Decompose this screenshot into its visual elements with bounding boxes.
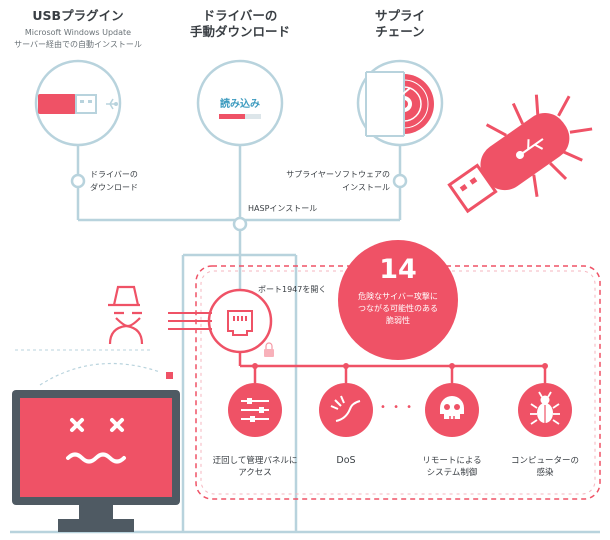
port-circle: [207, 288, 273, 354]
attack3-line1: リモートによる: [422, 456, 482, 466]
cd-icon: [365, 71, 436, 137]
attack1-line2: アクセス: [238, 468, 272, 478]
hasp-dot: [232, 216, 248, 232]
supply-title2: チェーン: [375, 24, 425, 39]
sliders-icon: [241, 398, 269, 422]
driver-dl-label2: ダウンロード: [90, 183, 138, 192]
badge-line2: つながる可能性のある: [358, 304, 438, 313]
manual-title2: 手動ダウンロード: [189, 24, 290, 39]
attack4-line1: コンピューターの: [510, 456, 579, 466]
supply-title1: サプライ: [374, 8, 425, 23]
manual-circle: [196, 59, 284, 147]
reading-label: 読み込み: [220, 99, 260, 110]
dashed-arc: [39, 362, 161, 386]
ethernet-port-icon: [227, 310, 253, 336]
usb-drive-icon: [38, 94, 118, 114]
driver-dl-label1: ドライバーの: [90, 170, 138, 179]
attack-frame: [195, 265, 601, 500]
attack-arrows: [168, 312, 212, 330]
vulnerability-badge: [338, 240, 458, 360]
ellipsis-dots: • • •: [380, 402, 415, 413]
dos-icon: [330, 395, 361, 422]
usb-sub2: サーバー経由での自動インストール: [14, 40, 142, 49]
attack-circle-2: [319, 383, 373, 437]
supply-dot: [392, 173, 408, 189]
manual-title1: ドライバーの: [202, 8, 278, 23]
lock-icon: [264, 342, 274, 357]
small-square: [166, 372, 173, 379]
port-label: ポート1947を開く: [258, 285, 327, 294]
monitor-icon: [12, 390, 180, 532]
badge-number: 14: [379, 254, 417, 285]
progress-bar: [219, 114, 261, 119]
hasp-label: HASPインストール: [248, 204, 318, 213]
connection-lines: [10, 135, 600, 534]
bug-icon: [530, 391, 560, 425]
attack2-line1: DoS: [336, 455, 356, 466]
badge-line1: 危険なサイバー攻撃に: [358, 292, 438, 301]
attack3-line2: システム制御: [426, 468, 478, 478]
attack4-line2: 感染: [536, 468, 554, 478]
attack1-line1: 迂回して管理パネルに: [212, 456, 298, 466]
hacker-icon: [108, 285, 144, 345]
supplier-label1: サプライヤーソフトウェアの: [286, 170, 390, 179]
usb-sub1: Microsoft Windows Update: [24, 28, 132, 37]
supplier-label2: インストール: [342, 183, 390, 192]
skull-icon: [440, 396, 464, 419]
usb-title: USBプラグイン: [32, 8, 124, 23]
badge-line3: 脆弱性: [386, 316, 410, 325]
usb-dot: [70, 173, 86, 189]
bug-usb-icon: [447, 94, 593, 214]
